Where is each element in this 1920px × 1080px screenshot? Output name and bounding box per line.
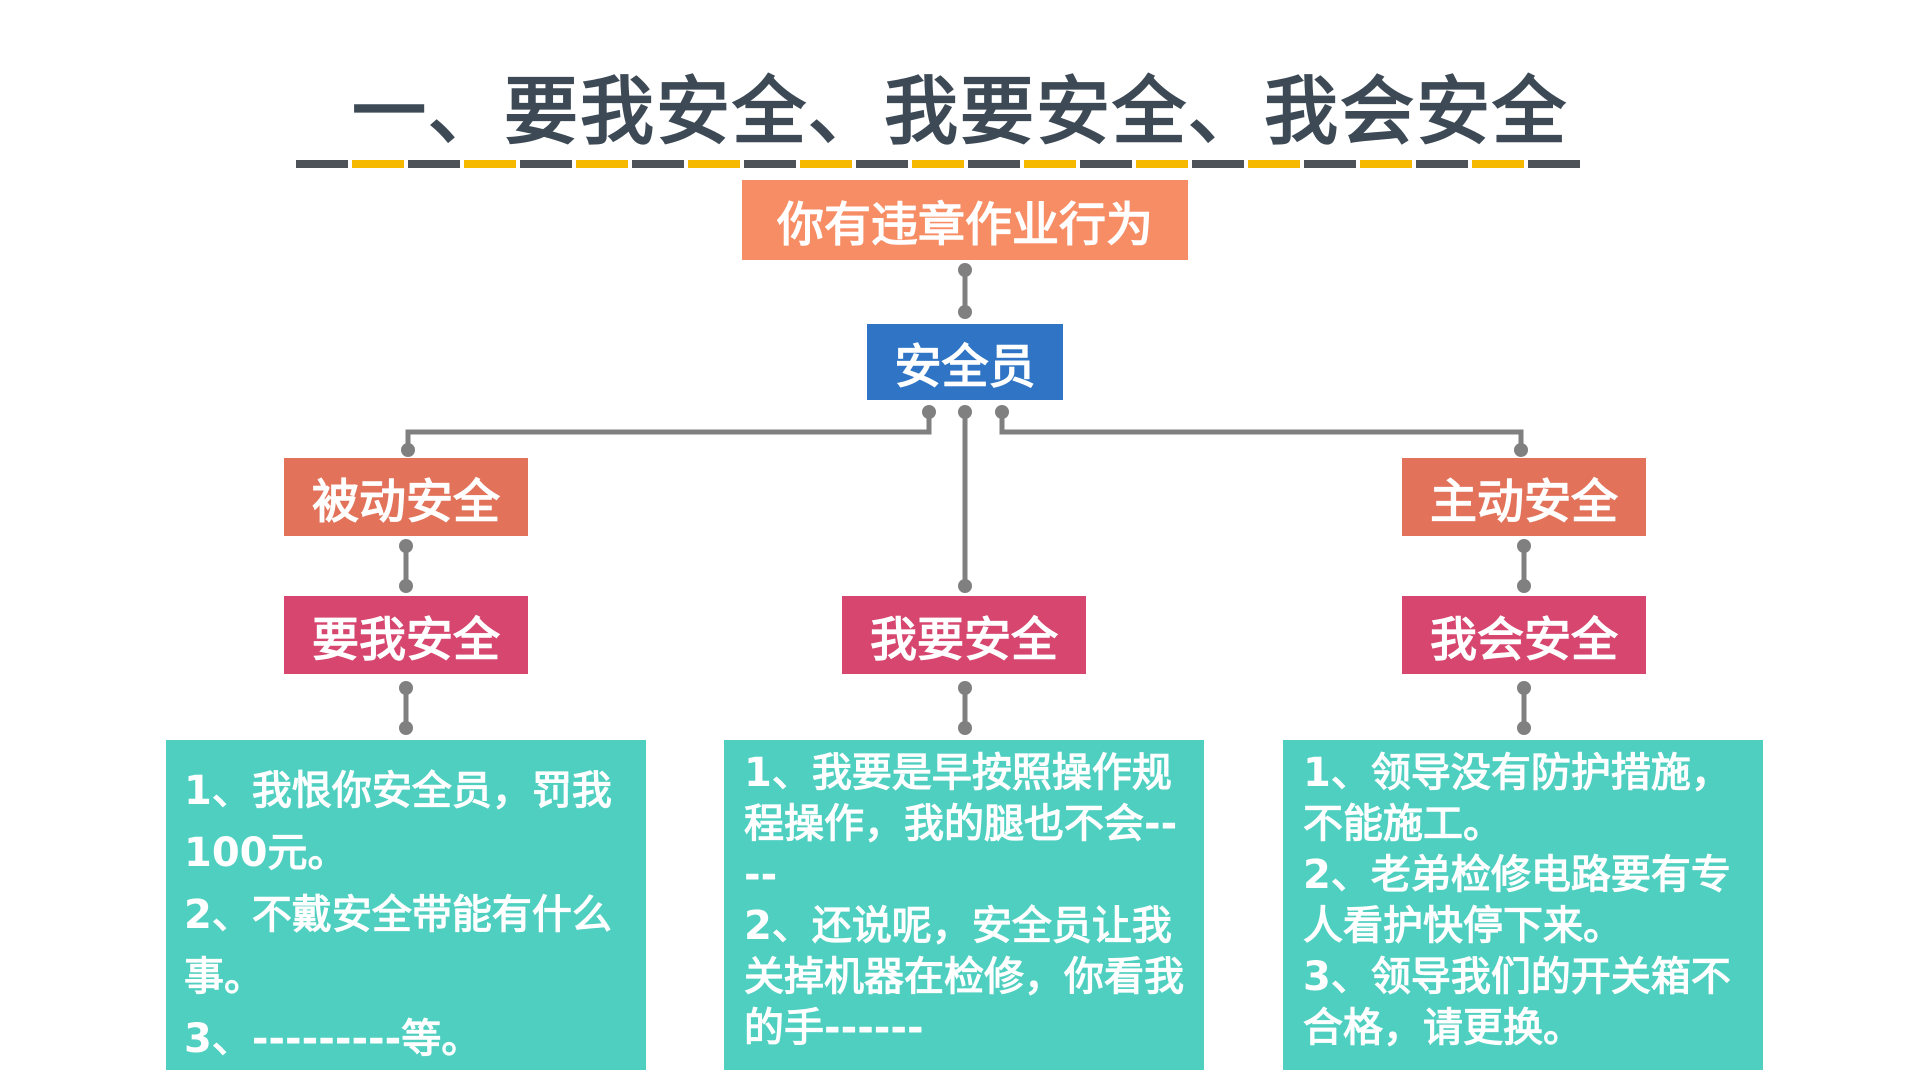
connector-dot [958,721,972,735]
detail-box-i-want: 1、我要是早按照操作规程操作，我的腿也不会---- 2、还说呢，安全员让我关掉机… [724,740,1204,1070]
divider-segment [912,160,964,168]
safety-officer-box: 安全员 [867,324,1063,400]
divider-segment [1136,160,1188,168]
divider-segment [296,160,348,168]
connector-dot [995,405,1009,419]
divider-segment [464,160,516,168]
connector-dot [958,263,972,277]
detail-item: 1、我恨你安全员，罚我100元。 [184,768,612,876]
connector-dot [958,681,972,695]
mode-box-i-want: 我要安全 [842,596,1086,674]
active-safety-box: 主动安全 [1402,458,1646,536]
divider-segment [520,160,572,168]
divider-segment [688,160,740,168]
connector-dot [399,721,413,735]
connector-dot [958,305,972,319]
connector-dot [1514,443,1528,457]
divider-segment [408,160,460,168]
dashed-divider [296,160,1584,168]
detail-item: 3、---------等。 [184,1016,482,1062]
divider-segment [1360,160,1412,168]
detail-box-i-can: 1、领导没有防护措施，不能施工。 2、老弟检修电路要有专人看护快停下来。 3、领… [1283,740,1763,1070]
detail-item: 1、领导没有防护措施，不能施工。 [1303,750,1731,847]
connector-line [405,412,932,450]
detail-item: 3、领导我们的开关箱不合格，请更换。 [1303,954,1731,1051]
connector-dot [922,405,936,419]
connector-dot [399,539,413,553]
divider-segment [632,160,684,168]
divider-segment [576,160,628,168]
mode-box-require-me: 要我安全 [284,596,528,674]
connector-dot [1517,539,1531,553]
divider-segment [856,160,908,168]
connector-line [999,412,1524,450]
divider-segment [800,160,852,168]
divider-segment [1528,160,1580,168]
detail-item: 1、我要是早按照操作规程操作，我的腿也不会---- [744,750,1178,898]
divider-segment [352,160,404,168]
connector-dot [1517,681,1531,695]
violation-box: 你有违章作业行为 [742,180,1188,260]
divider-segment [744,160,796,168]
divider-segment [1080,160,1132,168]
passive-safety-box: 被动安全 [284,458,528,536]
divider-segment [1192,160,1244,168]
detail-item: 2、老弟检修电路要有专人看护快停下来。 [1303,852,1731,949]
divider-segment [1304,160,1356,168]
connector-dot [958,579,972,593]
connector-dot [401,443,415,457]
detail-item: 2、不戴安全带能有什么事。 [184,892,612,1000]
detail-box-require-me: 1、我恨你安全员，罚我100元。 2、不戴安全带能有什么事。 3、-------… [166,740,646,1070]
divider-segment [1472,160,1524,168]
detail-item: 2、还说呢，安全员让我关掉机器在检修，你看我的手------ [744,903,1184,1051]
divider-segment [1024,160,1076,168]
connector-dot [399,579,413,593]
divider-segment [968,160,1020,168]
connector-dot [1517,579,1531,593]
connector-dot [399,681,413,695]
divider-segment [1248,160,1300,168]
connector-dot [1517,721,1531,735]
mode-box-i-can: 我会安全 [1402,596,1646,674]
slide-title: 一、要我安全、我要安全、我会安全 [352,69,1568,155]
divider-segment [1416,160,1468,168]
connector-dot [958,405,972,419]
